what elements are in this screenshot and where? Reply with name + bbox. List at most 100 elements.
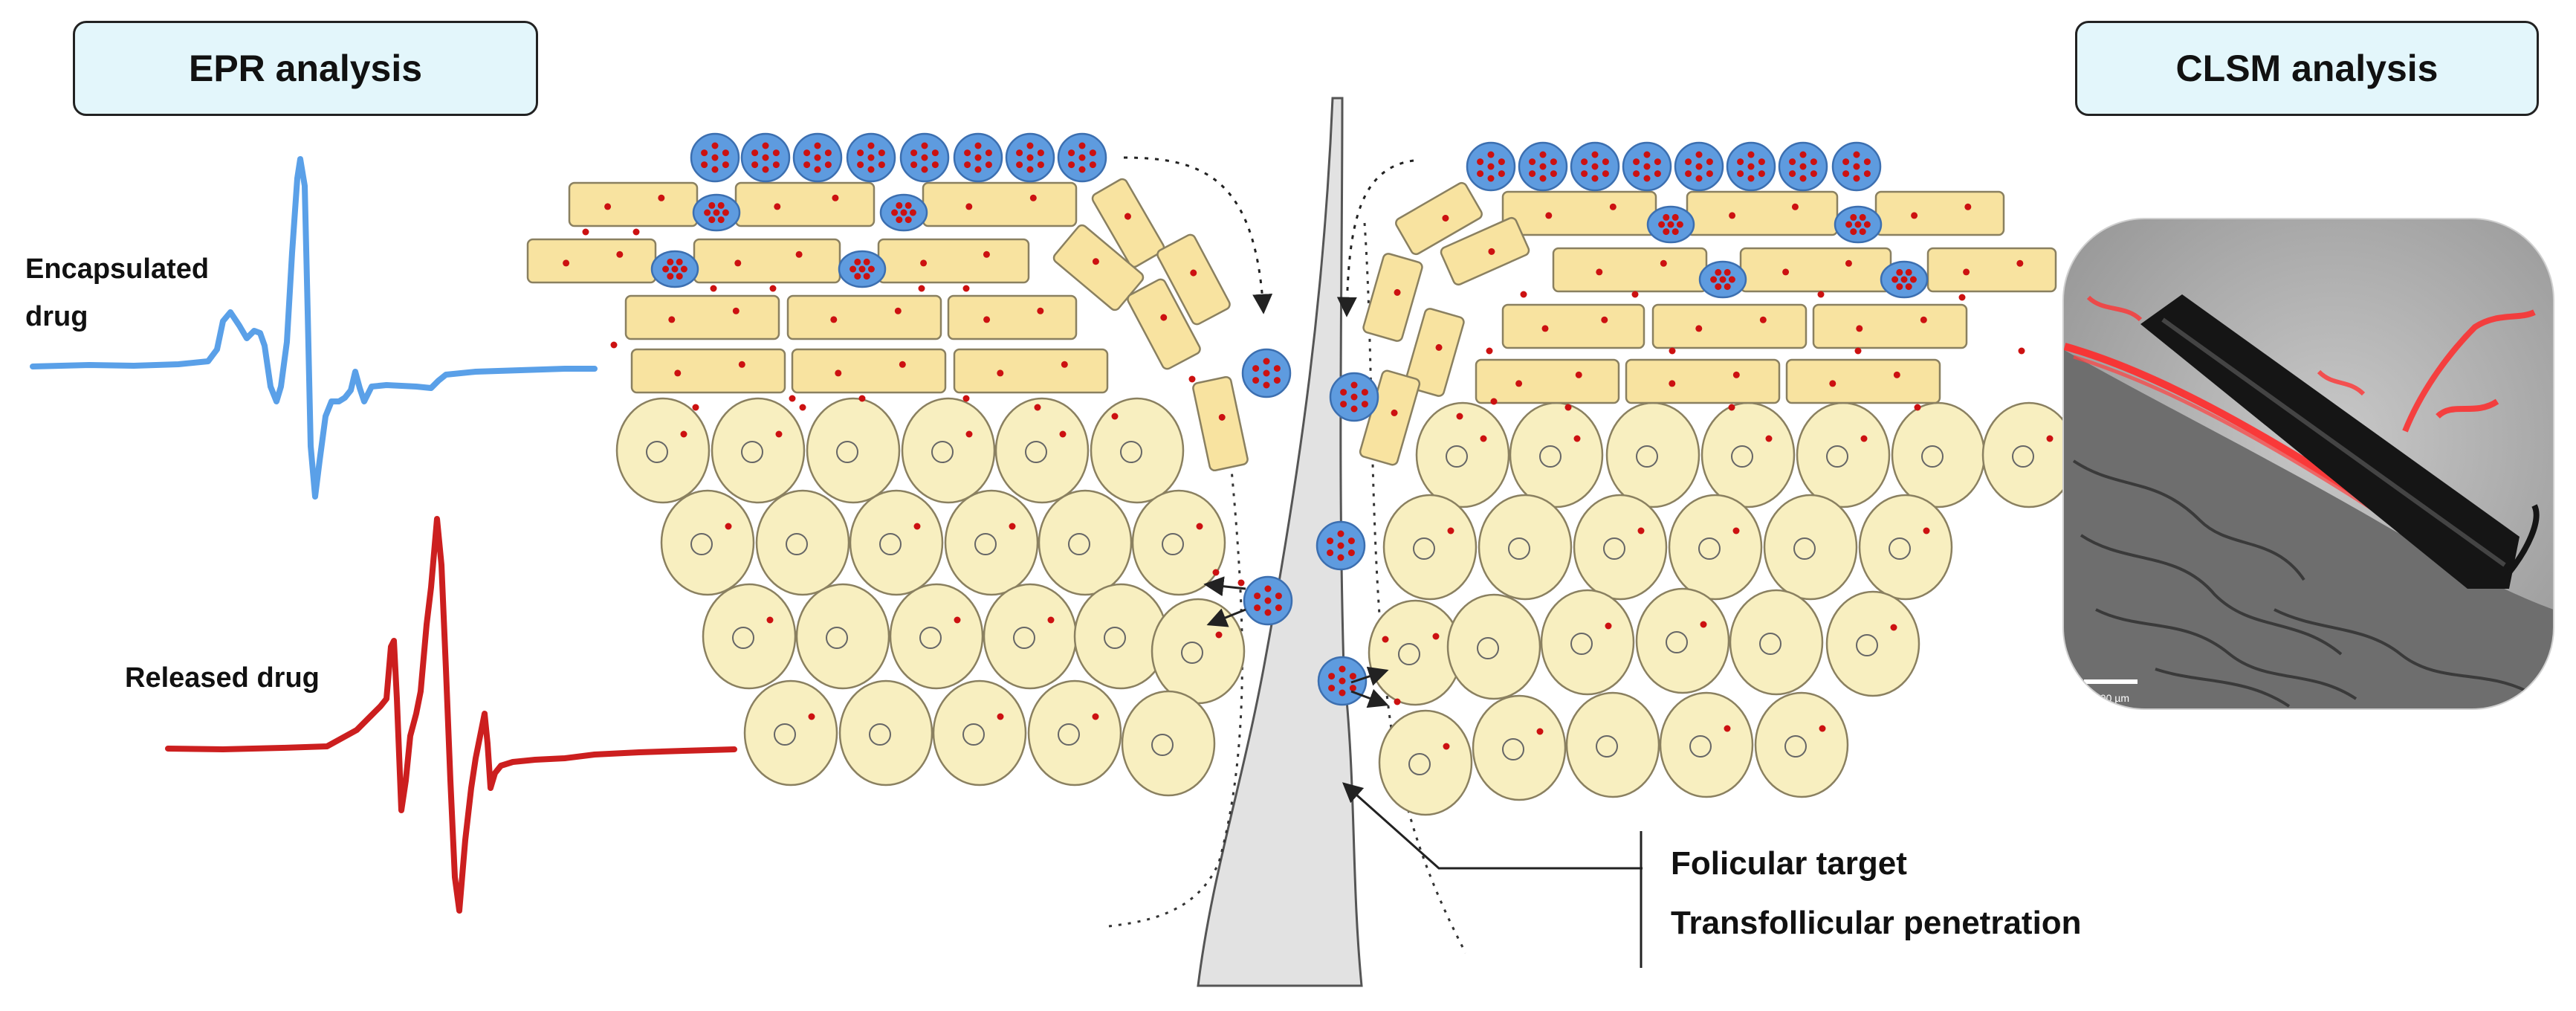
cell-body [1858,494,1953,601]
encapsulated-drug-dot [713,209,720,216]
encapsulated-drug-dot [1859,213,1866,221]
nanoparticle [1057,132,1107,183]
cell-nucleus [646,441,668,463]
drug-dot [680,430,687,438]
nanoparticle [1005,132,1055,183]
cell-body [1121,690,1216,797]
encapsulated-label-line1: Encapsulated [25,253,210,285]
cell-nucleus [1398,643,1420,665]
drug-dot [795,251,803,258]
cell-nucleus [974,533,997,555]
drug-dot [1394,288,1401,296]
encapsulated-drug-dot [1672,213,1679,221]
epidermal-cell [889,583,984,690]
nanoparticle [1674,141,1724,192]
cell-nucleus [1025,441,1047,463]
corneocyte-body [791,348,947,394]
encapsulated-drug-dot [1477,170,1484,178]
cell-body [1378,709,1473,816]
drug-dot [899,361,906,368]
nanoparticles [650,132,1929,706]
corneocyte [1475,358,1620,404]
cell-body [1891,401,1986,508]
nanoparticle [1315,520,1366,571]
encapsulated-drug-dot [1896,283,1903,291]
corneocyte [922,181,1078,227]
drug-dot [1488,248,1495,255]
nanoparticle [953,132,1003,183]
encapsulated-drug-dot [1719,276,1726,283]
released-drug-label: Released drug [125,654,320,702]
corneocyte [1501,190,1657,236]
corneocyte [1625,358,1781,404]
folicular-target-arrow [1342,782,1643,870]
flow-arrow-right [1336,159,1414,317]
cell-nucleus [931,441,954,463]
nanoparticle [740,132,791,183]
encapsulated-drug-dot [1350,393,1358,401]
encapsulated-drug-dot [1529,170,1536,178]
corneocyte-body [734,181,876,227]
released-drug-dot [962,285,970,292]
cell-nucleus [1508,537,1530,560]
encapsulated-drug-dot [1361,389,1368,396]
encapsulated-drug-dot [1016,161,1023,169]
cell-nucleus [1636,445,1658,468]
drug-dot [1923,527,1930,534]
nanoparticle [899,132,950,183]
corneocyte [1812,303,1968,349]
drug-dot [997,369,1004,377]
epidermal-cell [1565,691,1660,798]
corneocyte [693,238,841,284]
released-drug-dot [1914,404,1921,411]
encapsulated-drug-dot [878,149,885,157]
cell-nucleus [962,723,985,746]
encapsulated-drug-dot [1068,161,1075,169]
epidermal-cell [1540,589,1635,696]
cell-body [1796,401,1891,508]
nanoparticle [1778,141,1828,192]
encapsulated-drug-dot [1550,170,1557,178]
encapsulated-drug-dot [1909,276,1917,283]
drug-dot [832,194,839,201]
cell-body [1472,694,1567,801]
drug-dot [1819,725,1826,732]
encapsulated-drug-dot [1347,537,1355,545]
nanoparticle [838,250,887,288]
encapsulated-drug-dot [1633,170,1640,178]
tilted-corneocyte [1395,181,1483,256]
cell-nucleus [1570,633,1593,655]
cell-body [1565,691,1660,798]
encapsulated-drug-dot [867,154,875,161]
encapsulated-drug-dot [701,161,708,169]
tilted-corneocyte [1440,216,1530,286]
encapsulated-drug-dot [1789,170,1796,178]
encapsulated-drug-dot [1854,221,1862,228]
encapsulated-drug-dot [814,142,821,149]
epidermal-cell [1378,709,1473,816]
drug-dot [913,523,921,530]
folicular-target-text: Folicular target [1671,845,1907,882]
drug-dot [1724,725,1731,732]
encapsulated-drug-dot [1037,161,1044,169]
corneocyte-body [877,238,1030,284]
encapsulated-drug-dot [1591,163,1599,170]
released-drug-dot [1382,636,1389,643]
corneocyte-body [1127,278,1201,370]
drug-dot [1700,621,1707,628]
cell-body [1729,589,1824,696]
released-drug-dot [1456,413,1463,420]
corneocyte [953,348,1109,394]
encapsulated-drug-dot [676,273,683,280]
drug-dot [1196,523,1203,530]
released-drug-dot [1728,404,1735,411]
corneocyte [630,348,786,394]
drug-dot [774,203,781,210]
nanoparticle [690,132,740,183]
micrograph-hair-highlight [2161,317,2506,567]
epidermal-cell [1635,587,1730,694]
drug-dot [1845,259,1852,267]
encapsulated-drug-dot [974,142,982,149]
encapsulated-drug-dot [1799,163,1807,170]
corneocyte [1739,247,1892,293]
